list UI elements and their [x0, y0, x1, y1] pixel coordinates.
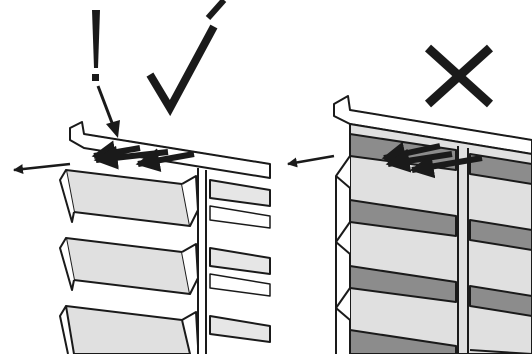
exclamation-icon: [92, 10, 100, 81]
louver-blade-narrow: [210, 316, 270, 342]
louver-blade: [60, 170, 198, 226]
x-mark-icon: [428, 48, 490, 104]
louver-blade: [60, 238, 198, 294]
right-louver-panel: [334, 96, 532, 354]
downward-arrow-icon: [98, 86, 120, 138]
top-rail: [70, 122, 270, 178]
checkmark-icon: [152, 0, 224, 108]
louver-blade-narrow: [210, 248, 270, 296]
airflow-arrows-icon: [14, 148, 194, 170]
louver-blade: [60, 306, 198, 354]
louver-blade-narrow: [210, 180, 270, 228]
